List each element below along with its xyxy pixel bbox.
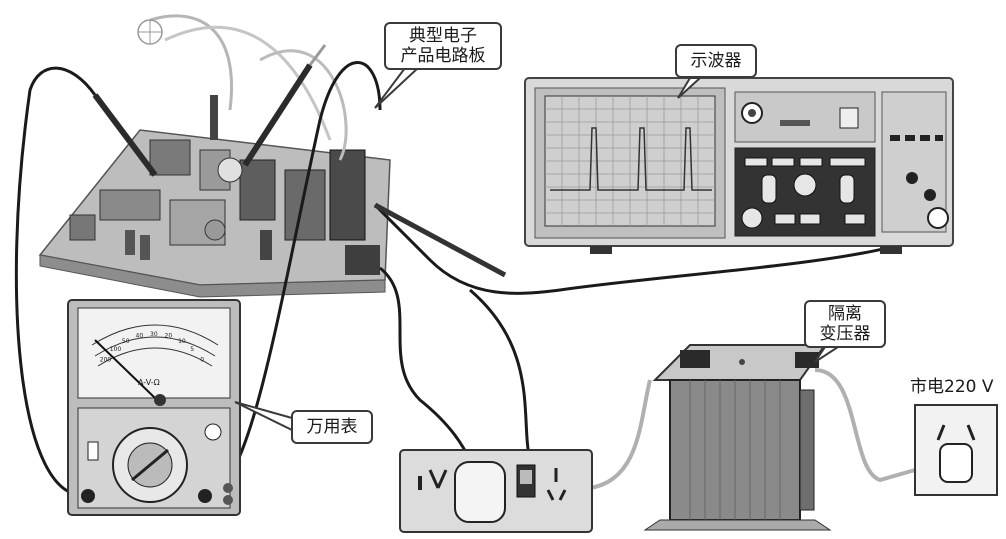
multimeter-scale-number: 40 <box>136 333 144 340</box>
transformer-label-line-1: 隔离 <box>812 304 878 324</box>
pcb-board <box>40 95 390 297</box>
isolation-transformer-label: 隔离 变压器 <box>804 300 886 348</box>
plug <box>455 462 505 522</box>
multimeter-scale-number: 0 <box>200 357 204 364</box>
multimeter-scale-number: 200 <box>100 357 112 364</box>
multimeter-scale-number: 10 <box>178 338 186 345</box>
multimeter-scale-number: 5 <box>190 346 194 353</box>
wall-outlet <box>915 405 997 495</box>
multimeter-scale-number: 50 <box>122 338 130 345</box>
multimeter-label: 万用表 <box>291 410 373 444</box>
transformer-label-line-2: 变压器 <box>812 324 878 344</box>
power-strip <box>400 450 592 532</box>
multimeter-scale-number: 100 <box>110 346 122 353</box>
mains-voltage-label: 市电220 V <box>910 372 993 397</box>
multimeter-symbol-label: A-V-Ω <box>138 378 160 387</box>
oscilloscope-label: 示波器 <box>675 44 757 78</box>
pcb-label-line-1: 典型电子 <box>392 26 494 46</box>
multimeter-scale-number: 20 <box>165 333 173 340</box>
multimeter-scale-number: 30 <box>150 331 158 338</box>
pcb-label-line-2: 产品电路板 <box>392 46 494 66</box>
isolation-transformer <box>645 345 830 530</box>
pcb-label: 典型电子 产品电路板 <box>384 22 502 70</box>
oscilloscope <box>525 78 953 254</box>
